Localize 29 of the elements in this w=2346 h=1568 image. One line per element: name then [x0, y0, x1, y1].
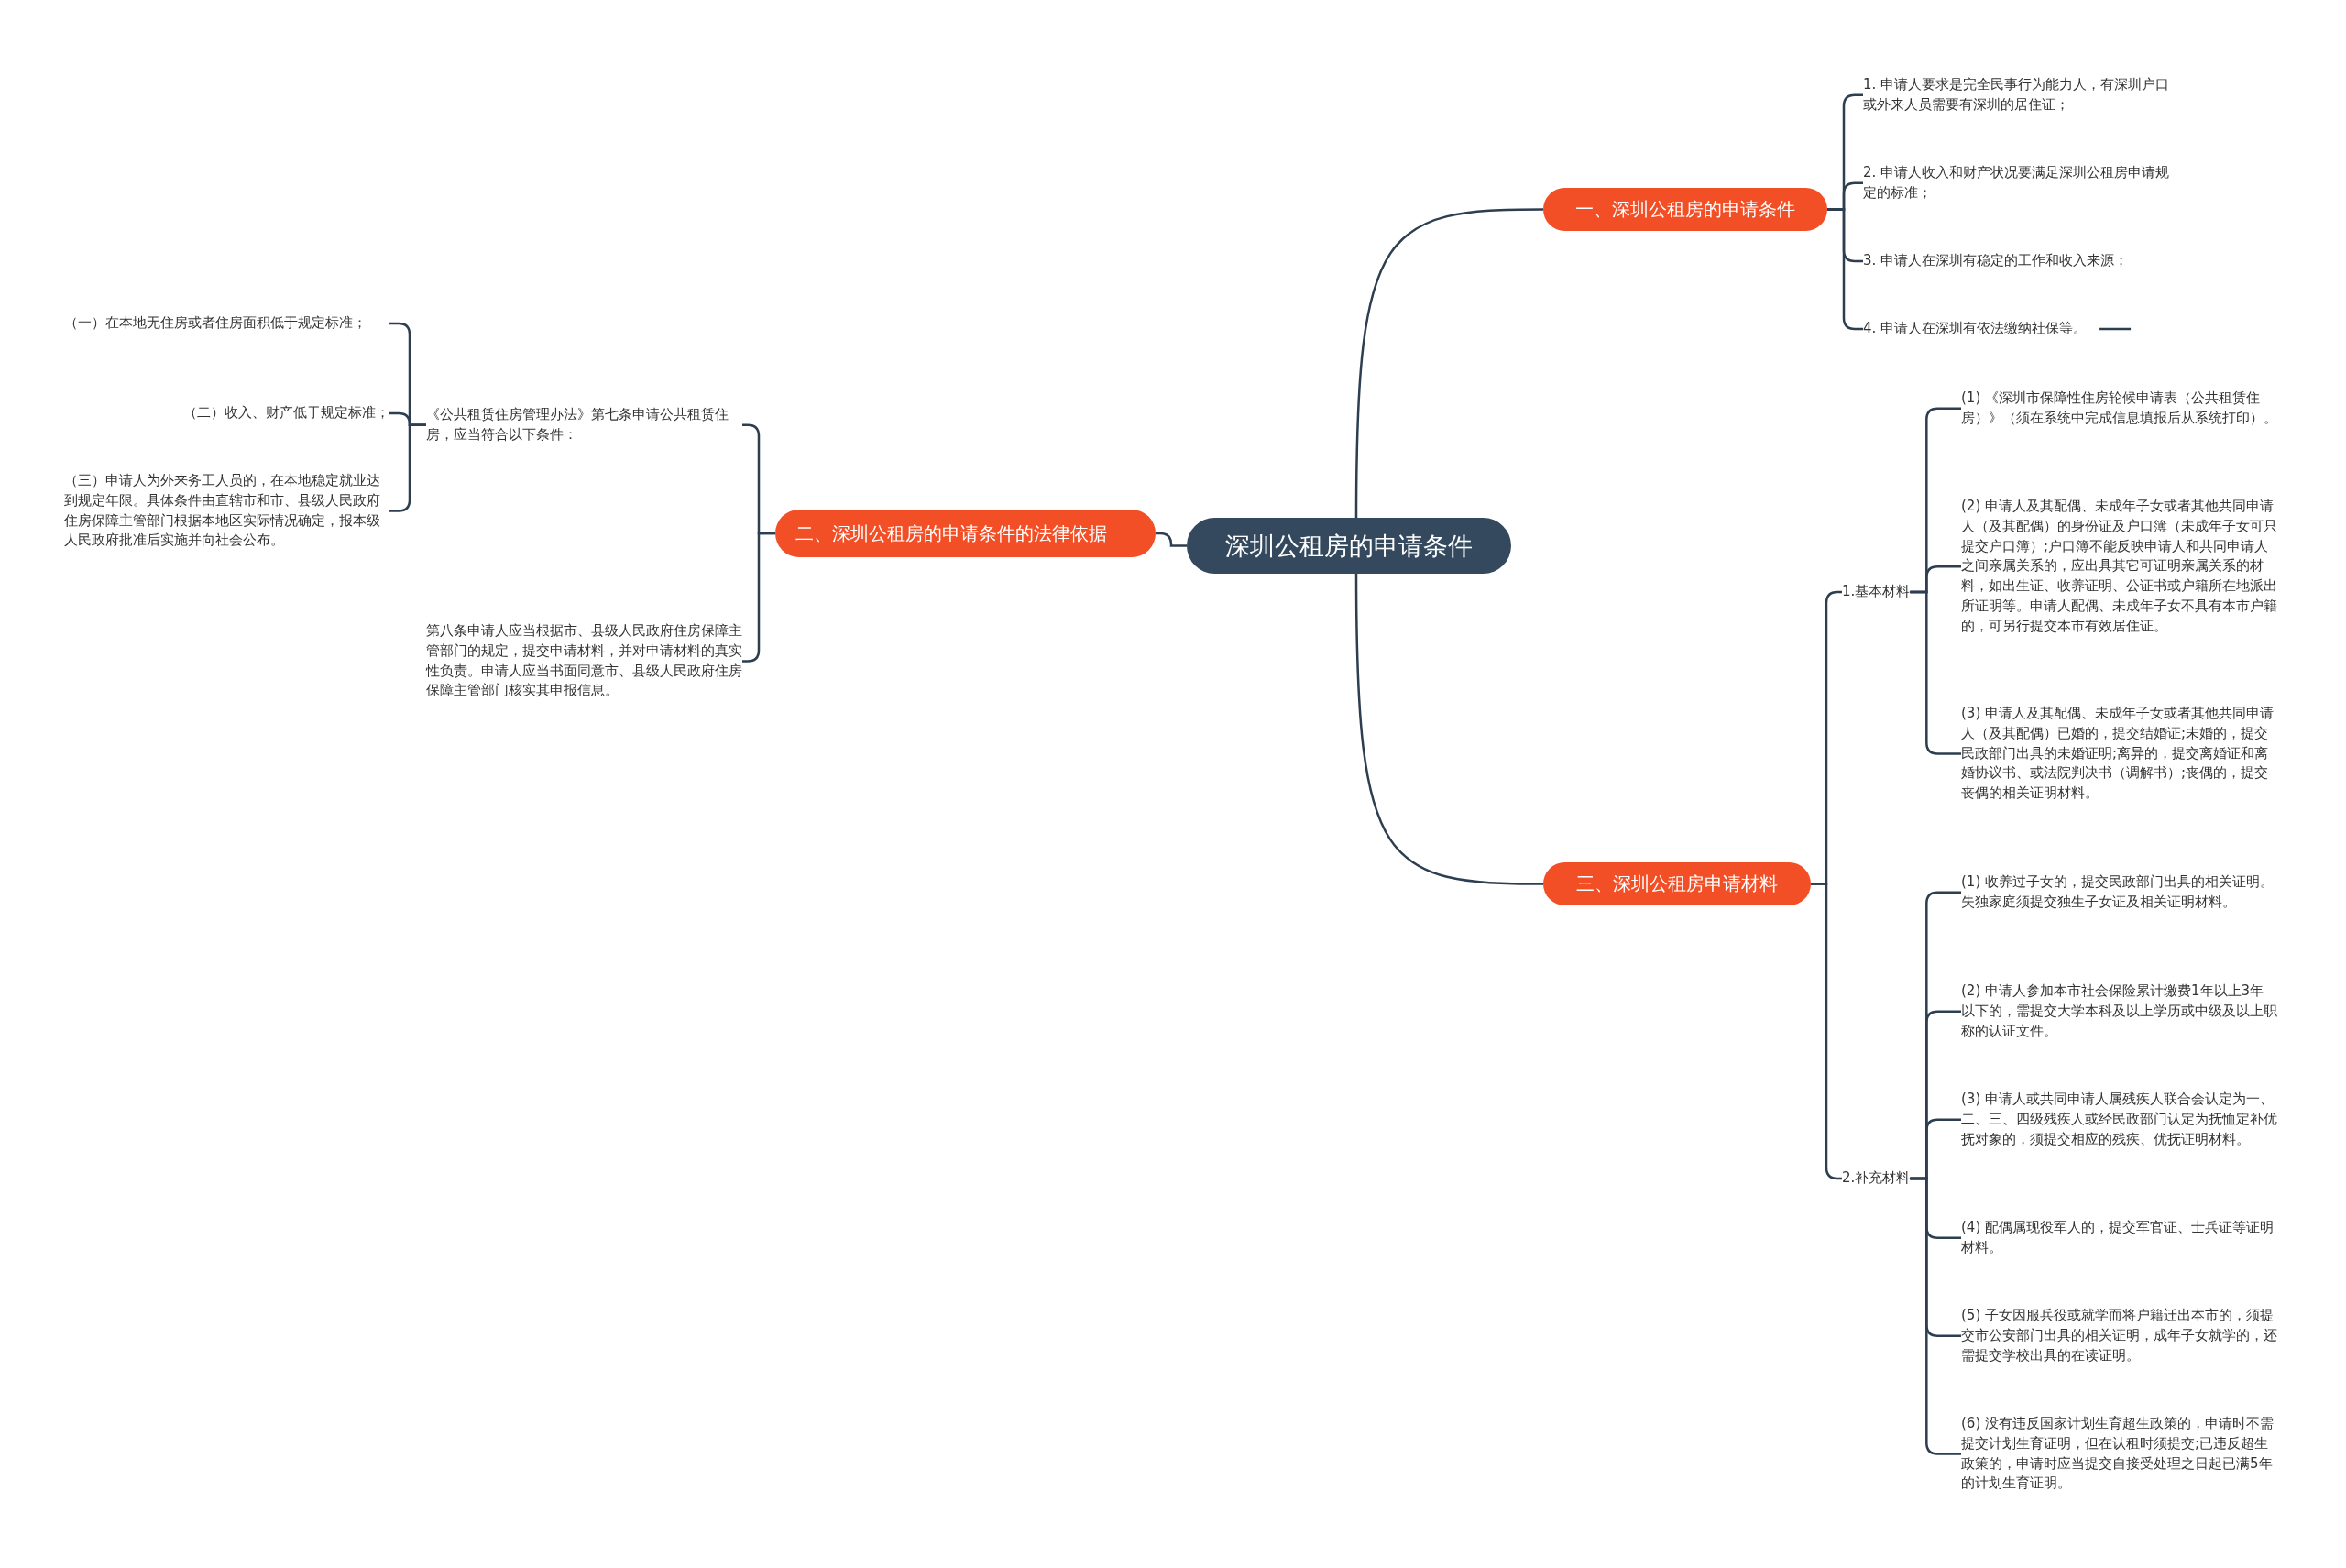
- topic-text: 2. 申请人收入和财产状况要满足深圳公租房申请规定的标准；: [1863, 161, 2179, 205]
- topic-text: 3. 申请人在深圳有稳定的工作和收入来源；: [1863, 249, 2179, 273]
- connector-line: [1910, 590, 1961, 755]
- topic-text: 1. 申请人要求是完全民事行为能力人，有深圳户口或外来人员需要有深圳的居住证；: [1863, 73, 2179, 117]
- subtopic-text: 2.补充材料: [1842, 1167, 1911, 1190]
- topic-text: (1) 《深圳市保障性住房轮候申请表（公共租赁住房）》（须在系统中完成信息填报后从系统打印）。: [1961, 387, 2277, 431]
- topic-text: (2) 申请人及其配偶、未成年子女或者其他共同申请人（及其配偶）的身份证及户口簿（未成年子女可只提交户口簿）;户口簿不能反映申请人和共同申请人之间亲属关系的，应出具其它可证明亲属关系的材料，如出生证、收养证明、公证书或户籍所在地派出所证明等。申请人配偶、未成年子女不具有本市户籍的，可另行提交本市有效居住证。: [1961, 495, 2277, 639]
- topic-text: (6) 没有违反国家计划生育超生政策的，申请时不需提交计划生育证明，但在认租时须提交;已违反超生政策的，申请时应当提交自接受处理之日起已满5年的计划生育证明。: [1961, 1412, 2277, 1496]
- main-topic: 三、深圳公租房申请材料: [1543, 862, 1811, 905]
- topic-text: (2) 申请人参加本市社会保险累计缴费1年以上3年以下的，需提交大学本科及以上学历或中级及以上职称的认证文件。: [1961, 980, 2277, 1044]
- topic-text: (5) 子女因服兵役或就学而将户籍迁出本市的，须提交市公安部门出具的相关证明，成年子女就学的，还需提交学校出具的在读证明。: [1961, 1304, 2277, 1368]
- connector-line: [1354, 574, 1543, 885]
- topic-text: (1) 收养过子女的，提交民政部门出具的相关证明。失独家庭须提交独生子女证及相关证明材料。: [1961, 871, 2277, 915]
- topic-text: (3) 申请人及其配偶、未成年子女或者其他共同申请人（及其配偶）已婚的，提交结婚证;未婚的，提交民政部门出具的未婚证明;离异的，提交离婚证和离婚协议书、或法院判决书（调解书）;丧偶的，提交丧偶的相关证明材料。: [1961, 702, 2277, 806]
- topic-text: 《公共租赁住房管理办法》第七条申请公共租赁住房，应当符合以下条件：: [426, 403, 742, 447]
- topic-text: （三）申请人为外来务工人员的，在本地稳定就业达到规定年限。具体条件由直辖市和市、县级人民政府住房保障主管部门根据本地区实际情况确定，报本级人民政府批准后实施并向社会公布。: [64, 469, 389, 553]
- topic-text: （一）在本地无住房或者住房面积低于规定标准；: [64, 312, 389, 335]
- connector-line: [1910, 1177, 1961, 1455]
- central-topic: 深圳公租房的申请条件: [1187, 518, 1511, 575]
- connector-line: [1156, 532, 1187, 547]
- main-topic: 二、深圳公租房的申请条件的法律依据: [775, 510, 1156, 557]
- topic-text: 第八条申请人应当根据市、县级人民政府住房保障主管部门的规定，提交申请材料，并对申请材料的真实性负责。申请人应当书面同意市、县级人民政府住房保障主管部门核实其申报信息。: [426, 620, 742, 703]
- main-topic: 一、深圳公租房的申请条件: [1543, 188, 1827, 231]
- subtopic-text: 1.基本材料: [1842, 580, 1911, 604]
- topic-text: (3) 申请人或共同申请人属残疾人联合会认定为一、二、三、四级残疾人或经民政部门认定为抚恤定补优抚对象的，须提交相应的残疾、优抚证明材料。: [1961, 1088, 2277, 1152]
- topic-text: (4) 配偶属现役军人的，提交军官证、士兵证等证明材料。: [1961, 1216, 2277, 1260]
- connector-line: [1354, 208, 1543, 518]
- topic-text: （二）收入、财产低于规定标准；: [64, 401, 389, 425]
- topic-text: 4. 申请人在深圳有依法缴纳社保等。: [1863, 317, 2088, 341]
